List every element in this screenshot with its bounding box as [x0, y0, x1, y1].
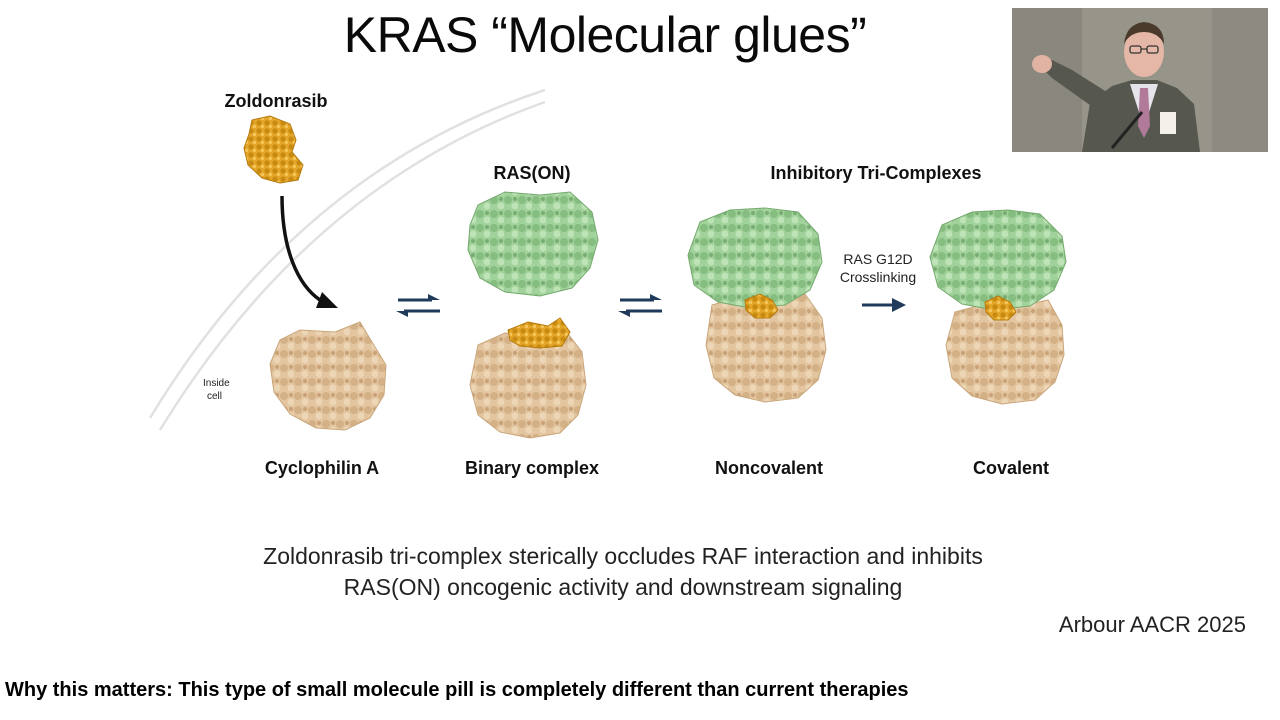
crosslinking-label: RAS G12D Crosslinking [839, 251, 917, 285]
stage-label-noncovalent: Noncovalent [714, 458, 824, 478]
stage-label-cyclophilin: Cyclophilin A [264, 458, 380, 478]
zoldonrasib-molecule [243, 115, 304, 184]
caption-line-1: Zoldonrasib tri-complex sterically occlu… [263, 543, 983, 569]
crosslink-arrow [862, 298, 906, 312]
cell-membrane [148, 88, 546, 431]
noncovalent-tri-complex [687, 207, 827, 403]
stage-label-binary: Binary complex [464, 458, 600, 478]
slide-title-text: KRAS “Molecular glues” [343, 7, 867, 63]
binary-complex [469, 317, 587, 439]
tri-complexes-label: Inhibitory Tri-Complexes [770, 163, 982, 183]
bottom-banner: Why this matters: This type of small mol… [5, 679, 909, 701]
equilibrium-arrow-1 [396, 294, 440, 317]
caption-line-2: RAS(ON) oncogenic activity and downstrea… [343, 574, 903, 600]
ras-on-label: RAS(ON) [493, 163, 571, 183]
speaker-video-inset [1012, 8, 1268, 152]
cyclophilin-protein [269, 321, 387, 431]
ras-on-protein [467, 191, 599, 297]
binding-arrow [280, 195, 338, 308]
speaker-figure [1012, 8, 1268, 152]
citation: Arbour AACR 2025 [1058, 612, 1246, 637]
covalent-tri-complex [929, 209, 1067, 405]
slide-caption: Zoldonrasib tri-complex sterically occlu… [0, 541, 1246, 603]
zoldonrasib-label: Zoldonrasib [224, 91, 328, 111]
equilibrium-arrow-2 [618, 294, 662, 317]
stage-label-covalent: Covalent [972, 458, 1050, 478]
inside-cell-label: Inside cell [203, 378, 230, 402]
slide-title: KRAS “Molecular glues” [0, 6, 1280, 64]
